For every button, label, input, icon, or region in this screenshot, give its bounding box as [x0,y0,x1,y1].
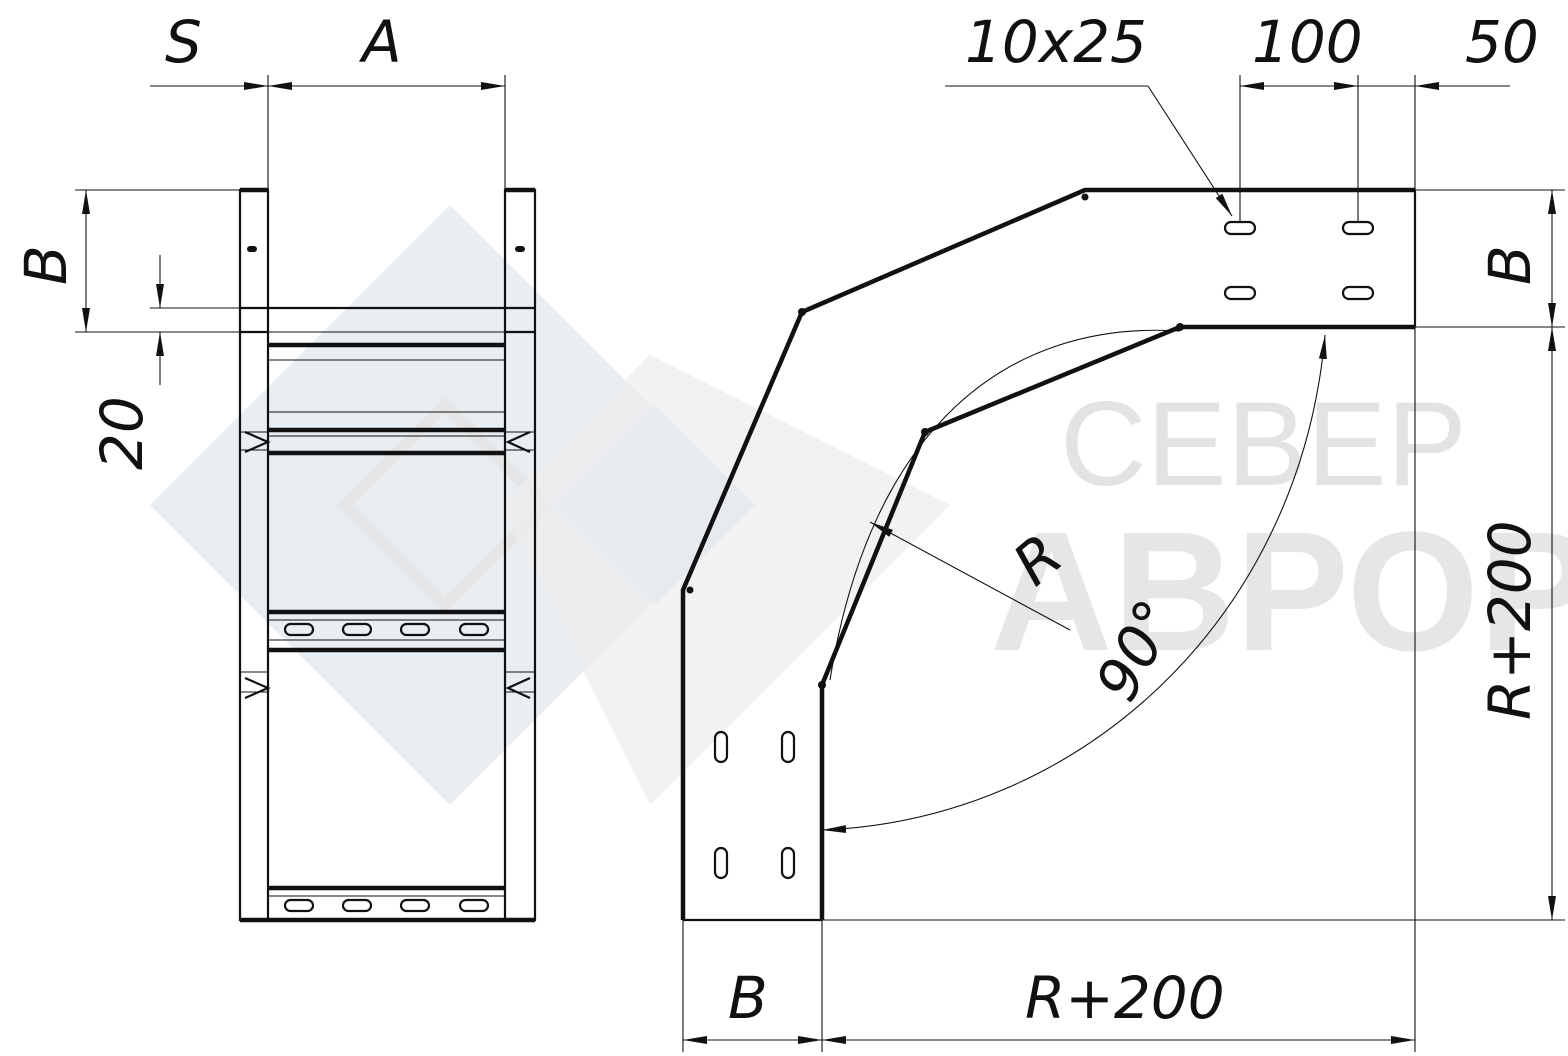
rung-top [268,306,505,361]
slot-hole [399,622,431,637]
bottom-flange-slots [713,730,796,880]
rung-slotted-2 [240,885,535,923]
slot-hole [1341,220,1375,236]
watermark-line1: СЕВЕР [1060,377,1467,511]
slot-hole [399,898,431,913]
dim-a-label: A [358,8,402,76]
slot-hole [341,622,373,637]
dim-20-label: 20 [88,396,156,470]
slot-hole [713,730,729,764]
bend-top-view: R 90° 10x25 100 50 B R+20 [680,8,1565,1052]
slot-hole [341,898,373,913]
dim-50-label: 50 [1465,8,1539,76]
dim-s-a: S A [150,8,506,190]
dim-slot: 10x25 [945,8,1233,217]
slot-hole [283,622,315,637]
side-view: S A B 20 [12,8,537,923]
slot-hole [458,622,490,637]
dim-bottom-horizontal: B R+200 [682,327,1416,1052]
dim-b-right-label: B [1476,245,1544,285]
dim-b-left-label: B [12,245,80,285]
slot-hole [780,846,796,880]
slot-hole [458,898,490,913]
dim-top-chain: 100 50 [1239,8,1539,222]
watermark: СЕВЕР АВРОРА [150,205,1568,805]
dim-r200-horizontal-label: R+200 [1025,964,1225,1032]
top-flange-slots [1223,220,1375,301]
dim-b-left: B [12,189,240,333]
dim-b-bottom-label: B [728,964,768,1032]
slot-hole [1223,285,1257,301]
rung-slotted-1 [268,609,505,653]
slot-hole [1223,220,1257,236]
rung-middle [268,411,505,456]
dim-100-label: 100 [1252,8,1363,76]
slot-hole [713,846,729,880]
dim-r200-vertical-label: R+200 [1476,520,1544,720]
dim-slot-label: 10x25 [965,8,1147,76]
dim-rung-height: 20 [88,255,164,470]
dim-right-vertical: B R+200 [822,189,1565,921]
slot-hole [1341,285,1375,301]
dim-s-label: S [165,8,202,76]
slot-hole [283,898,315,913]
slot-hole [780,730,796,764]
